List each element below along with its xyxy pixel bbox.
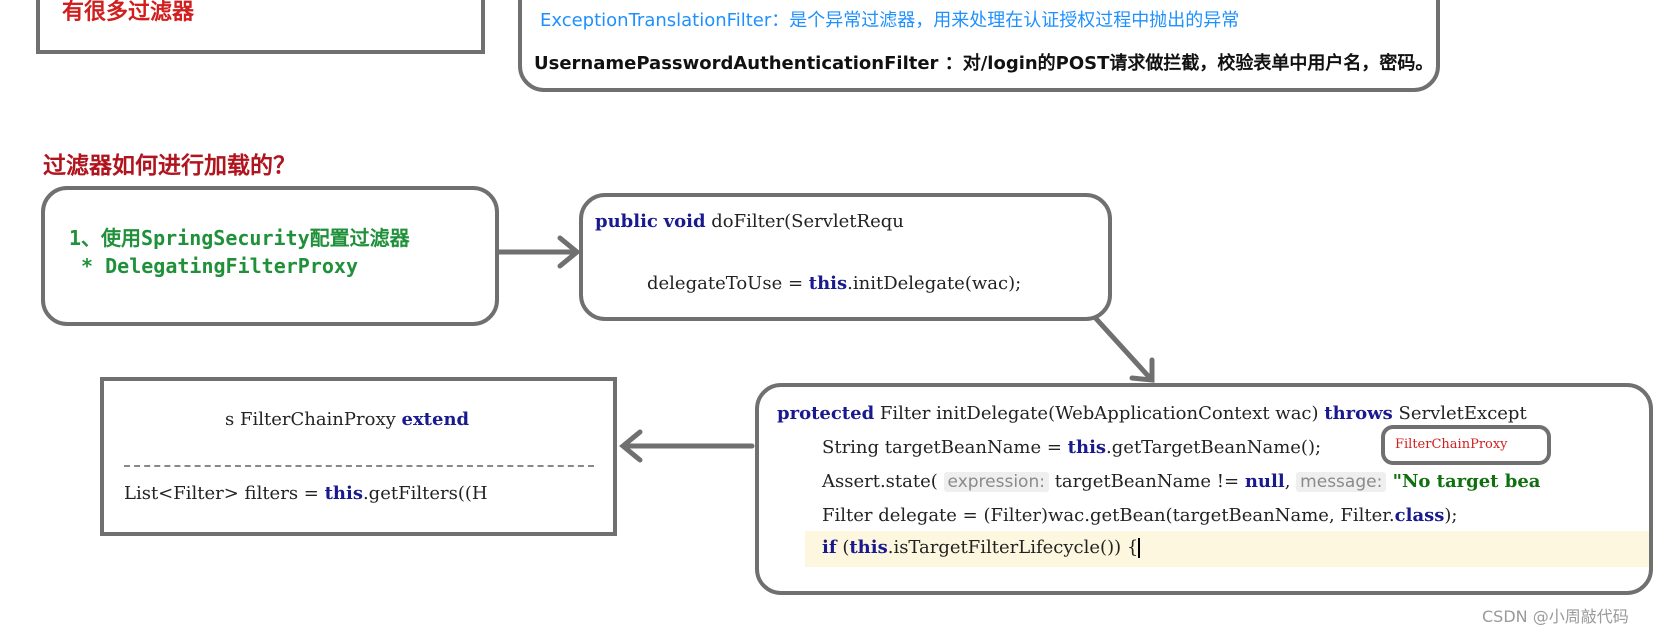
arrowhead-step-to-dofilter — [557, 235, 581, 269]
kw-null: null — [1244, 471, 1285, 492]
filters-note-box: 有很多过滤器 — [36, 0, 485, 54]
section-title: 过滤器如何进行加载的？ — [43, 153, 296, 179]
kw-throws: throws — [1324, 403, 1393, 424]
assert-comma: , — [1284, 471, 1291, 492]
delegate-assignment-rest: .initDelegate(wac); — [847, 273, 1022, 294]
dofilter-code-box: public void doFilter(ServletRequ delegat… — [579, 193, 1112, 321]
dofilter-signature: public void doFilter(ServletRequ — [595, 211, 904, 232]
class-line-prefix: s FilterChainProxy — [225, 409, 402, 430]
target-bean-rest: .getTargetBeanName(); — [1106, 437, 1322, 458]
kw-this: this — [324, 483, 363, 504]
username-filter-description: UsernamePasswordAuthenticationFilter ：对/… — [534, 53, 1434, 74]
text-cursor — [1138, 538, 1141, 558]
kw-extend: extend — [401, 409, 470, 430]
if-rest: .isTargetFilterLifecycle()) { — [887, 537, 1139, 558]
if-paren: ( — [836, 537, 850, 558]
filters-assignment-rest: .getFilters((H — [362, 483, 488, 504]
assert-mid: targetBeanName != — [1048, 471, 1245, 492]
filter-delegate-prefix: Filter delegate = (Filter)wac.getBean(ta… — [822, 505, 1395, 526]
arrow-dofilter-to-initdelegate — [1087, 309, 1153, 381]
kw-protected: protected — [777, 403, 875, 424]
delegate-assignment: delegateToUse = this.initDelegate(wac); — [647, 273, 1021, 294]
signature-rest: ServletExcept — [1392, 403, 1527, 424]
delegate-assignment-prefix: delegateToUse = — [647, 273, 809, 294]
filters-note-text: 有很多过滤器 — [62, 0, 195, 25]
step-config-line1: 1、使用SpringSecurity配置过滤器 — [69, 226, 410, 250]
filterchainproxy-annotation: FilterChainProxy — [1381, 425, 1551, 465]
kw-this: this — [808, 273, 848, 294]
current-line-highlight — [805, 531, 1649, 567]
kw-if: if — [822, 537, 837, 558]
kw-class: class — [1394, 505, 1445, 526]
initdelegate-signature: protected Filter initDelegate(WebApplica… — [777, 403, 1527, 424]
dofilter-signature-rest: doFilter(ServletRequ — [711, 211, 904, 232]
initdelegate-code-box: protected Filter initDelegate(WebApplica… — [755, 383, 1653, 595]
step-config-line2: * DelegatingFilterProxy — [69, 254, 358, 278]
cropped-code-line — [124, 465, 594, 467]
filters-assignment-prefix: List<Filter> filters = — [124, 483, 325, 504]
filterchainproxy-code-box: s FilterChainProxy extend List<Filter> f… — [100, 377, 617, 536]
assert-prefix: Assert.state( — [822, 471, 938, 492]
signature-mid: Filter initDelegate(WebApplicationContex… — [874, 403, 1325, 424]
filters-assignment-line: List<Filter> filters = this.getFilters((… — [124, 483, 488, 504]
if-lifecycle-line: if (this.isTargetFilterLifecycle()) { — [822, 537, 1141, 558]
message-string: "No target bea — [1386, 471, 1541, 492]
kw-void: void — [663, 211, 706, 232]
target-bean-name-line: String targetBeanName = this.getTargetBe… — [822, 437, 1321, 458]
expression-hint: expression: — [943, 472, 1049, 492]
filter-delegate-rest: ); — [1444, 505, 1458, 526]
arrowhead-dofilter-to-initdelegate — [1129, 357, 1155, 383]
step-config-box: 1、使用SpringSecurity配置过滤器 * DelegatingFilt… — [41, 186, 499, 326]
kw-public: public — [595, 211, 658, 232]
watermark: CSDN @小周敲代码 — [1482, 607, 1629, 626]
kw-this: this — [1067, 437, 1107, 458]
filterchainproxy-class-line: s FilterChainProxy extend — [225, 409, 469, 430]
filter-delegate-line: Filter delegate = (Filter)wac.getBean(ta… — [822, 505, 1457, 526]
annotation-text: FilterChainProxy — [1395, 437, 1508, 452]
assert-state-line: Assert.state( expression: targetBeanName… — [822, 471, 1540, 492]
filter-descriptions-box: ExceptionTranslationFilter：是个异常过滤器，用来处理在… — [518, 0, 1440, 92]
exception-filter-description: ExceptionTranslationFilter：是个异常过滤器，用来处理在… — [540, 10, 1240, 31]
kw-this: this — [849, 537, 888, 558]
target-bean-prefix: String targetBeanName = — [822, 437, 1068, 458]
arrowhead-initdelegate-to-filterchain — [619, 429, 643, 463]
message-hint: message: — [1296, 472, 1387, 492]
